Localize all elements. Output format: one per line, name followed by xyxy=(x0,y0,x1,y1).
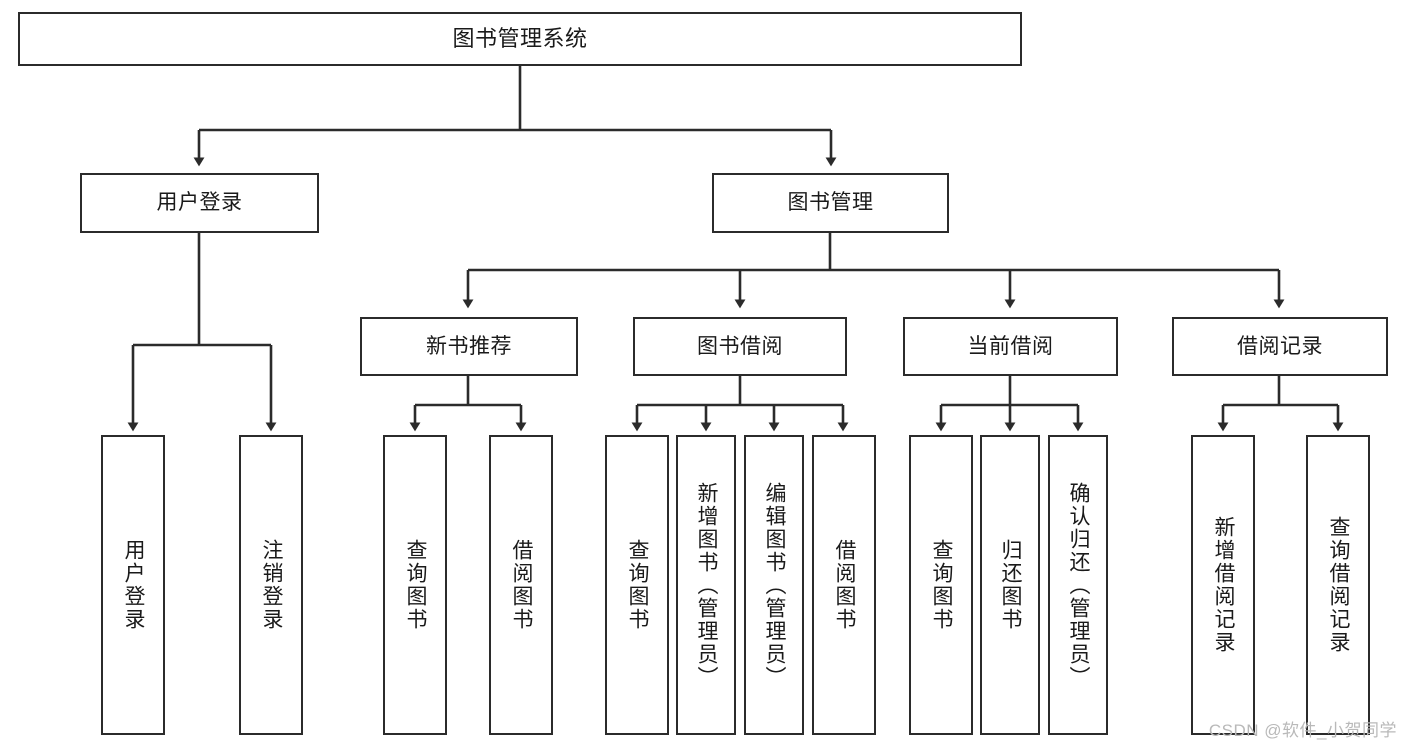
node-label: 新增借阅记录 xyxy=(1212,516,1236,654)
node-new-book-recommend[interactable]: 新书推荐 xyxy=(360,317,578,376)
node-leaf-query-book-c[interactable]: 查询图书 xyxy=(909,435,973,735)
node-leaf-add-record[interactable]: 新增借阅记录 xyxy=(1191,435,1255,735)
node-leaf-query-book-b[interactable]: 查询图书 xyxy=(605,435,669,735)
node-leaf-user-login[interactable]: 用户登录 xyxy=(101,435,165,735)
node-label: 确认归还（管理员） xyxy=(1067,481,1091,689)
node-leaf-borrow-book-a[interactable]: 借阅图书 xyxy=(489,435,553,735)
node-leaf-logout-login[interactable]: 注销登录 xyxy=(239,435,303,735)
node-leaf-query-book-a[interactable]: 查询图书 xyxy=(383,435,447,735)
node-current-borrow[interactable]: 当前借阅 xyxy=(903,317,1118,376)
node-label: 图书管理 xyxy=(787,191,874,215)
node-root-system[interactable]: 图书管理系统 xyxy=(18,12,1022,66)
node-label: 查询图书 xyxy=(404,539,428,631)
node-borrow-record[interactable]: 借阅记录 xyxy=(1172,317,1388,376)
node-leaf-confirm-return[interactable]: 确认归还（管理员） xyxy=(1048,435,1108,735)
node-label: 当前借阅 xyxy=(967,334,1054,358)
node-user-login[interactable]: 用户登录 xyxy=(80,173,319,233)
node-label: 图书管理系统 xyxy=(452,25,588,51)
node-label: 查询图书 xyxy=(626,539,650,631)
node-label: 注销登录 xyxy=(260,539,284,631)
node-leaf-add-book[interactable]: 新增图书（管理员） xyxy=(676,435,736,735)
node-label: 编辑图书（管理员） xyxy=(763,481,787,689)
node-label: 归还图书 xyxy=(999,539,1023,631)
node-label: 用户登录 xyxy=(122,539,146,631)
node-leaf-return-book[interactable]: 归还图书 xyxy=(980,435,1040,735)
node-label: 新书推荐 xyxy=(426,334,512,358)
node-label: 图书借阅 xyxy=(697,334,783,358)
node-leaf-query-record[interactable]: 查询借阅记录 xyxy=(1306,435,1370,735)
node-label: 新增图书（管理员） xyxy=(695,481,719,689)
node-label: 借阅图书 xyxy=(833,539,857,631)
node-label: 借阅记录 xyxy=(1237,334,1323,358)
node-label: 查询借阅记录 xyxy=(1327,516,1351,654)
node-label: 借阅图书 xyxy=(510,539,534,631)
node-label: 用户登录 xyxy=(156,191,243,215)
node-book-borrow[interactable]: 图书借阅 xyxy=(633,317,847,376)
node-leaf-edit-book[interactable]: 编辑图书（管理员） xyxy=(744,435,804,735)
watermark-text: CSDN @软件_小贺同学 xyxy=(1208,721,1397,740)
node-leaf-borrow-book-b[interactable]: 借阅图书 xyxy=(812,435,876,735)
node-book-manage[interactable]: 图书管理 xyxy=(712,173,949,233)
node-label: 查询图书 xyxy=(930,539,954,631)
